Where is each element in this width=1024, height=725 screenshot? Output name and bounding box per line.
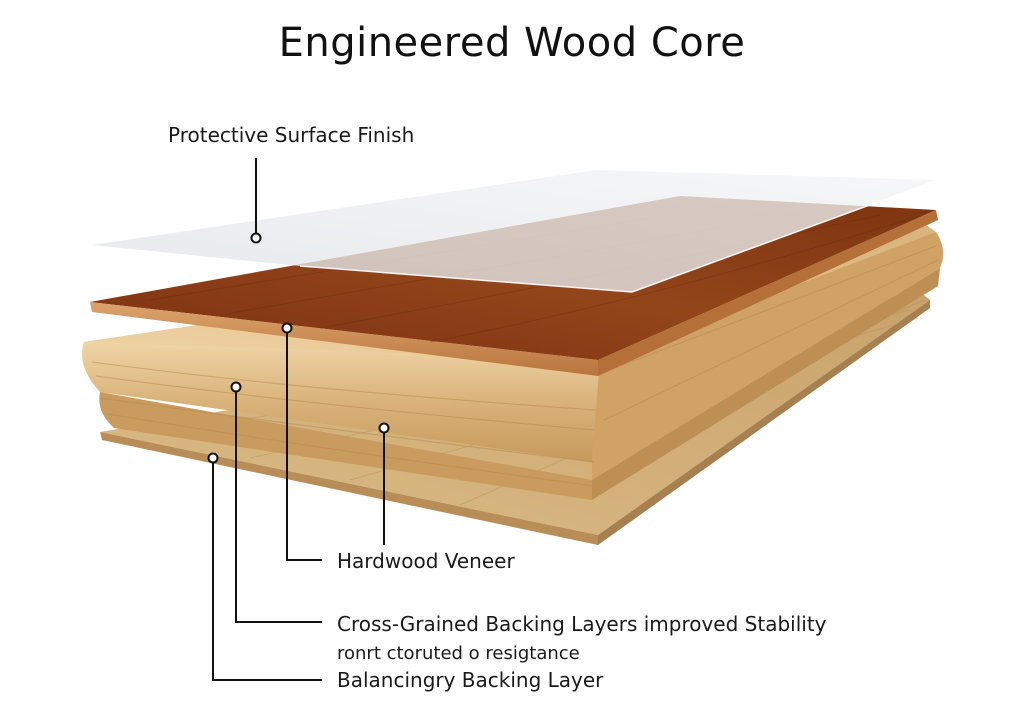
label-cross-grained: Cross-Grained Backing Layers improved St… <box>337 612 827 636</box>
leader-balancing <box>212 458 322 681</box>
dot-balancing <box>207 452 219 464</box>
label-cross-grained-continued: ronrt ctoruted o resigtance <box>337 643 580 664</box>
dot-finish <box>250 232 262 244</box>
dot-cross-grained <box>230 381 242 393</box>
label-hardwood-veneer: Hardwood Veneer <box>337 549 515 573</box>
label-protective-finish: Protective Surface Finish <box>168 123 415 147</box>
leader-veneer <box>286 328 322 561</box>
dot-veneer <box>281 322 293 334</box>
leader-cross-grained <box>235 387 322 623</box>
protective-finish-film <box>92 170 939 293</box>
leader-lines <box>212 158 385 681</box>
dot-core-face <box>378 422 390 434</box>
label-balancing-backing: Balancingry Backing Layer <box>337 668 604 692</box>
leader-dots <box>207 232 390 464</box>
diagram-title: Engineered Wood Core <box>278 20 746 66</box>
